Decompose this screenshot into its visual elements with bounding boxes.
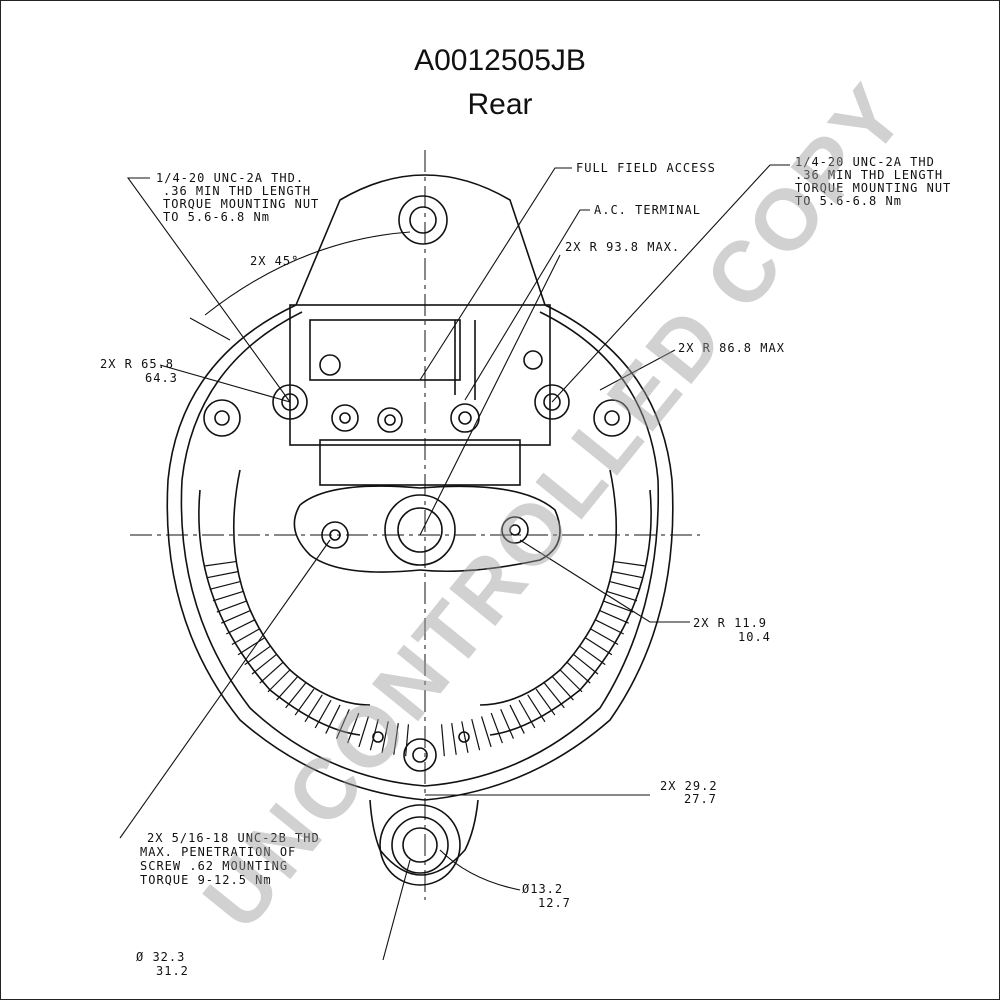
vent-slot — [613, 560, 645, 567]
angle-label: 2X 45° — [250, 254, 299, 268]
vent-slot — [509, 704, 525, 734]
thread-bottom-line-4: TORQUE 9-12.5 Nm — [140, 873, 272, 887]
vent-slot — [543, 682, 565, 709]
dia-13-line-2: 12.7 — [538, 896, 571, 910]
radius-65-line-2: 64.3 — [145, 371, 178, 385]
vent-slot — [369, 719, 379, 751]
vent-slot — [611, 570, 643, 579]
vent-slot — [535, 688, 556, 716]
vent-slot — [440, 724, 445, 757]
vent-slot — [276, 675, 299, 701]
vent-slot — [584, 636, 613, 656]
ac-terminal-label: A.C. TERMINAL — [594, 203, 701, 217]
vent-slot — [251, 653, 278, 675]
radius-11-line-2: 10.4 — [738, 630, 771, 644]
vent-slot — [259, 661, 284, 684]
vent-slot — [405, 724, 410, 757]
vent-slot — [594, 619, 624, 635]
vent-slot — [314, 699, 332, 729]
vent-slot — [205, 560, 237, 567]
vent-slot — [566, 661, 591, 684]
thread-bottom-line-1: 2X 5/16-18 UNC-2B THD — [147, 831, 320, 845]
stud-left-line-4: TO 5.6-6.8 Nm — [163, 210, 270, 224]
vent-slot — [237, 636, 266, 656]
vent-slot — [490, 712, 503, 744]
stud-right-line-1: 1/4-20 UNC-2A THD — [795, 155, 935, 169]
vent-slot — [212, 590, 244, 602]
dia-32-line-2: 31.2 — [156, 964, 189, 978]
vent-slot — [393, 723, 399, 755]
vent-slot — [451, 723, 457, 755]
vent-slot — [480, 716, 492, 748]
vent-slot — [602, 600, 634, 613]
stud-left-line-2: .36 MIN THD LENGTH — [163, 184, 311, 198]
view-subtitle: Rear — [467, 88, 533, 121]
vent-slot — [231, 628, 261, 646]
vent-slot — [381, 721, 389, 753]
vent-slot — [221, 609, 251, 624]
vent-slot — [599, 609, 629, 624]
vent-slot — [267, 668, 291, 693]
vent-slot — [294, 688, 315, 716]
radius-86-label: 2X R 86.8 MAX — [678, 341, 785, 355]
vent-slot — [559, 668, 583, 693]
vent-slot — [461, 721, 469, 753]
vent-slot — [578, 645, 606, 666]
radius-65-line-1: 2X R 65.8 — [100, 357, 174, 371]
vent-slot — [216, 600, 248, 613]
radius-93-label: 2X R 93.8 MAX. — [565, 240, 680, 254]
vent-slot — [500, 709, 515, 739]
vent-slot — [606, 590, 638, 602]
stud-right-line-4: TO 5.6-6.8 Nm — [795, 194, 902, 208]
vent-slot — [471, 719, 481, 751]
stud-right-line-3: TORQUE MOUNTING NUT — [795, 181, 951, 195]
stud-left-line-3: TORQUE MOUNTING NUT — [163, 197, 319, 211]
vent-slot — [347, 712, 360, 744]
stud-right-line-2: .36 MIN THD LENGTH — [795, 168, 943, 182]
dim-29-line-1: 2X 29.2 — [660, 779, 718, 793]
vent-slot — [304, 694, 323, 723]
thread-bottom-line-2: MAX. PENETRATION OF — [140, 845, 296, 859]
vent-slot — [285, 682, 307, 709]
dim-29-line-2: 27.7 — [684, 792, 717, 806]
vent-slot — [527, 694, 546, 723]
vent-slot — [325, 704, 341, 734]
vent-slot — [518, 699, 536, 729]
stud-left-line-1: 1/4-20 UNC-2A THD. — [156, 171, 304, 185]
vent-slot — [209, 580, 241, 590]
vent-slot — [358, 716, 370, 748]
radius-11-line-1: 2X R 11.9 — [693, 616, 767, 630]
vent-slot — [609, 580, 641, 590]
vent-slot — [589, 628, 619, 646]
full-field-access-label: FULL FIELD ACCESS — [576, 161, 716, 175]
vent-slot — [226, 619, 256, 635]
thread-bottom-line-3: SCREW .62 MOUNTING — [140, 859, 288, 873]
vent-slot — [335, 709, 350, 739]
dia-13-line-1: Ø13.2 — [522, 882, 563, 896]
vent-slot — [551, 675, 574, 701]
part-number-title: A0012505JB — [414, 44, 586, 77]
vent-slot — [244, 645, 272, 666]
vent-slot — [207, 570, 239, 579]
dia-32-line-1: Ø 32.3 — [136, 950, 185, 964]
vent-slot — [572, 653, 599, 675]
